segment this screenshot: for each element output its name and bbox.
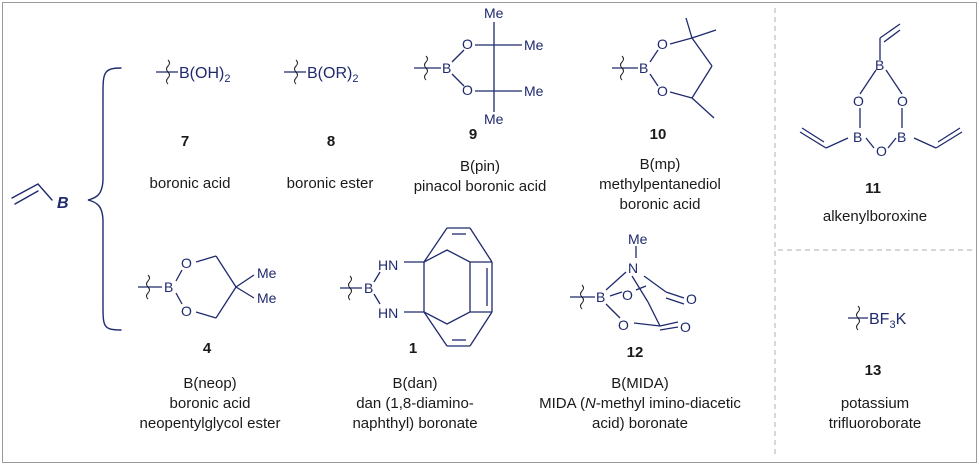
compound-11-structure: B O O B B O — [799, 23, 963, 159]
compound-number-11: 11 — [865, 180, 881, 197]
svg-text:HN: HN — [378, 257, 398, 273]
compound-number-13: 13 — [864, 362, 882, 379]
svg-text:O: O — [657, 36, 668, 52]
svg-text:O: O — [618, 317, 629, 333]
svg-text:Me: Me — [484, 111, 504, 127]
compound-number-1: 1 — [408, 340, 418, 357]
compound-1-structure: B HN HN — [340, 227, 493, 347]
compound-9-structure: B O O Me Me Me Me — [414, 5, 544, 127]
svg-text:O: O — [853, 93, 864, 109]
compound-label-11: alkenylboroxine — [822, 208, 928, 225]
core-boron-label: B — [57, 195, 69, 212]
svg-text:O: O — [622, 287, 633, 303]
vinyl-double — [14, 190, 39, 205]
compound-number-8: 8 — [326, 133, 336, 150]
svg-text:O: O — [181, 255, 192, 271]
svg-text:Me: Me — [257, 290, 277, 306]
compound-label-9: B(pin) pinacol boronic acid — [413, 158, 547, 195]
svg-text:B: B — [875, 57, 884, 73]
compound-label-10: B(mp) methylpentanediol boronic acid — [599, 156, 721, 213]
compound-label-4: B(neop) boronic acid neopentylglycol est… — [139, 375, 281, 432]
compound-number-9: 9 — [468, 126, 478, 143]
svg-text:B: B — [596, 289, 605, 305]
compound-number-7: 7 — [180, 133, 190, 150]
compound-label-7: boronic acid — [149, 175, 231, 192]
svg-text:B(OH)2: B(OH)2 — [179, 65, 230, 85]
svg-text:Me: Me — [257, 265, 277, 281]
compound-4-structure: B O O Me Me — [138, 255, 277, 319]
compound-number-4: 4 — [202, 340, 212, 357]
svg-text:O: O — [680, 319, 691, 335]
svg-text:B: B — [442, 60, 451, 76]
svg-text:B: B — [164, 279, 173, 295]
svg-text:O: O — [181, 303, 192, 319]
svg-text:N: N — [628, 260, 638, 276]
svg-text:B: B — [639, 60, 648, 76]
compound-label-8: boronic ester — [286, 175, 374, 192]
svg-text:O: O — [686, 291, 697, 307]
compound-8-structure: B(OR)2 — [284, 59, 358, 85]
svg-text:Me: Me — [628, 231, 648, 247]
svg-text:Me: Me — [524, 83, 544, 99]
svg-text:B(OR)2: B(OR)2 — [307, 65, 358, 85]
svg-text:O: O — [876, 143, 887, 159]
svg-text:HN: HN — [378, 305, 398, 321]
compound-number-12: 12 — [626, 344, 644, 361]
svg-text:O: O — [897, 93, 908, 109]
compound-label-1: B(dan) dan (1,8-diamino- naphthyl) boron… — [352, 375, 478, 432]
svg-text:B: B — [364, 280, 373, 296]
compound-7-structure: B(OH)2 — [156, 59, 230, 85]
svg-text:Me: Me — [524, 37, 544, 53]
compound-label-13: potassium trifluoroborate — [828, 395, 922, 432]
svg-text:B: B — [897, 129, 906, 145]
compound-label-12-line-2: MIDA (N-methyl imino-diacetic — [539, 395, 741, 412]
svg-text:O: O — [462, 36, 473, 52]
outer-border — [2, 2, 977, 463]
compound-number-10: 10 — [649, 126, 667, 143]
compound-13-structure: BF3K — [848, 305, 907, 331]
svg-text:O: O — [462, 82, 473, 98]
svg-text:BF3K: BF3K — [869, 311, 907, 331]
vinyl-bond — [11, 183, 53, 201]
svg-text:Me: Me — [484, 5, 504, 21]
brace — [87, 67, 122, 331]
svg-text:B: B — [853, 129, 862, 145]
svg-text:O: O — [657, 83, 668, 99]
compound-10-structure: B O O — [612, 17, 717, 119]
compound-label-12: B(MIDA) MIDA (N-methyl imino-diacetic ac… — [520, 374, 760, 434]
compound-12-structure: B N Me O O O O — [570, 231, 697, 335]
